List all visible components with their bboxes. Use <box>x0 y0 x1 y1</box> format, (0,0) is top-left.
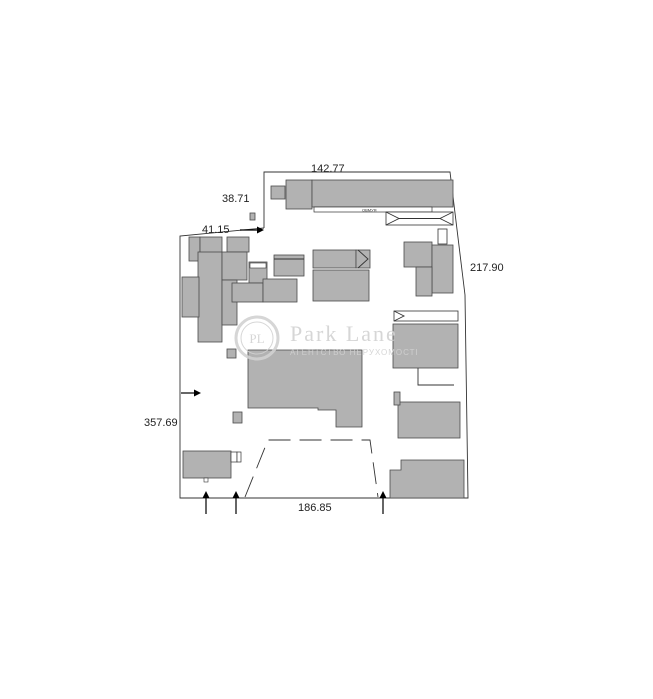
buildings-middle <box>247 249 371 428</box>
dimension-top: 142.77 <box>311 163 345 175</box>
building-label: ОВМУЯ <box>362 208 377 213</box>
dimension-labels: 142.77 38.71 41.15 217.90 357.69 186.85 <box>144 163 504 514</box>
parking-outline <box>244 439 379 498</box>
dimension-upper-left: 38.71 <box>222 193 250 205</box>
watermark: PL Park Lane АГЕНТСТВО НЕРУХОМОСТІ <box>234 315 419 361</box>
arrow-up-2 <box>232 491 240 514</box>
arrow-up-3 <box>379 491 387 514</box>
arrow-up-1 <box>202 491 210 514</box>
dimension-left: 357.69 <box>144 417 178 429</box>
buildings-left <box>181 236 305 424</box>
arrow-right-top <box>240 226 264 234</box>
dimension-left-step: 41.15 <box>202 224 230 236</box>
watermark-title: Park Lane <box>290 321 398 346</box>
dimension-right: 217.90 <box>470 262 504 274</box>
watermark-subtitle: АГЕНТСТВО НЕРУХОМОСТІ <box>290 348 419 357</box>
dimension-bottom: 186.85 <box>298 502 332 514</box>
buildings-bottom <box>182 450 242 483</box>
entrance-arrows <box>181 226 387 514</box>
arrow-right-left <box>181 389 201 397</box>
watermark-monogram: PL <box>249 331 264 346</box>
watermark-seal-icon <box>234 315 280 361</box>
buildings-top: ОВМУЯ <box>249 179 454 245</box>
buildings-right <box>389 241 465 499</box>
